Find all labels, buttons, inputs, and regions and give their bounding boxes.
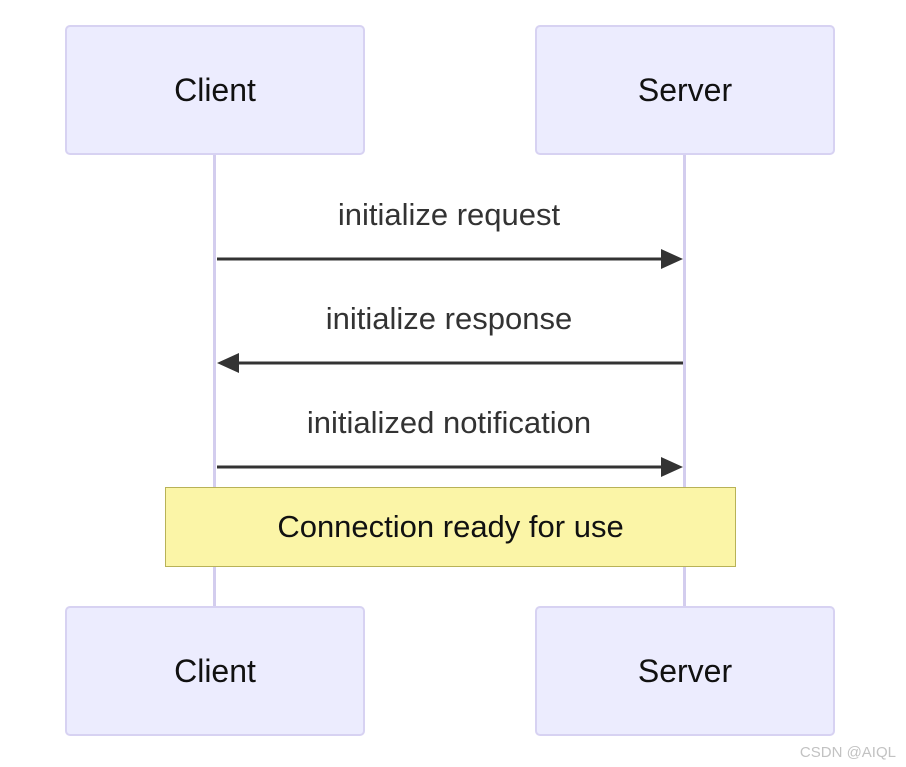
client-actor-bottom: Client	[65, 606, 365, 736]
server-lifeline	[683, 155, 686, 606]
message-label-initialize-request: initialize request	[337, 197, 561, 232]
server-actor-top: Server	[535, 25, 835, 155]
watermark: CSDN @AIQL	[799, 744, 896, 761]
server-actor-bottom-label: Server	[637, 652, 733, 689]
arrow-initialize-request	[217, 249, 683, 269]
message-label-initialized-notification: initialized notification	[306, 405, 592, 440]
server-actor-top-label: Server	[637, 71, 733, 108]
arrow-initialized-notification	[217, 457, 683, 477]
arrow-initialize-response	[217, 353, 683, 373]
message-label-initialize-response: initialize response	[325, 301, 573, 336]
client-actor-top-label: Client	[174, 71, 256, 108]
client-actor-bottom-label: Client	[174, 652, 256, 689]
client-lifeline	[213, 155, 216, 606]
connection-ready-note: Connection ready for use	[165, 487, 736, 567]
server-actor-bottom: Server	[535, 606, 835, 736]
note-text: Connection ready for use	[277, 509, 624, 544]
client-actor-top: Client	[65, 25, 365, 155]
